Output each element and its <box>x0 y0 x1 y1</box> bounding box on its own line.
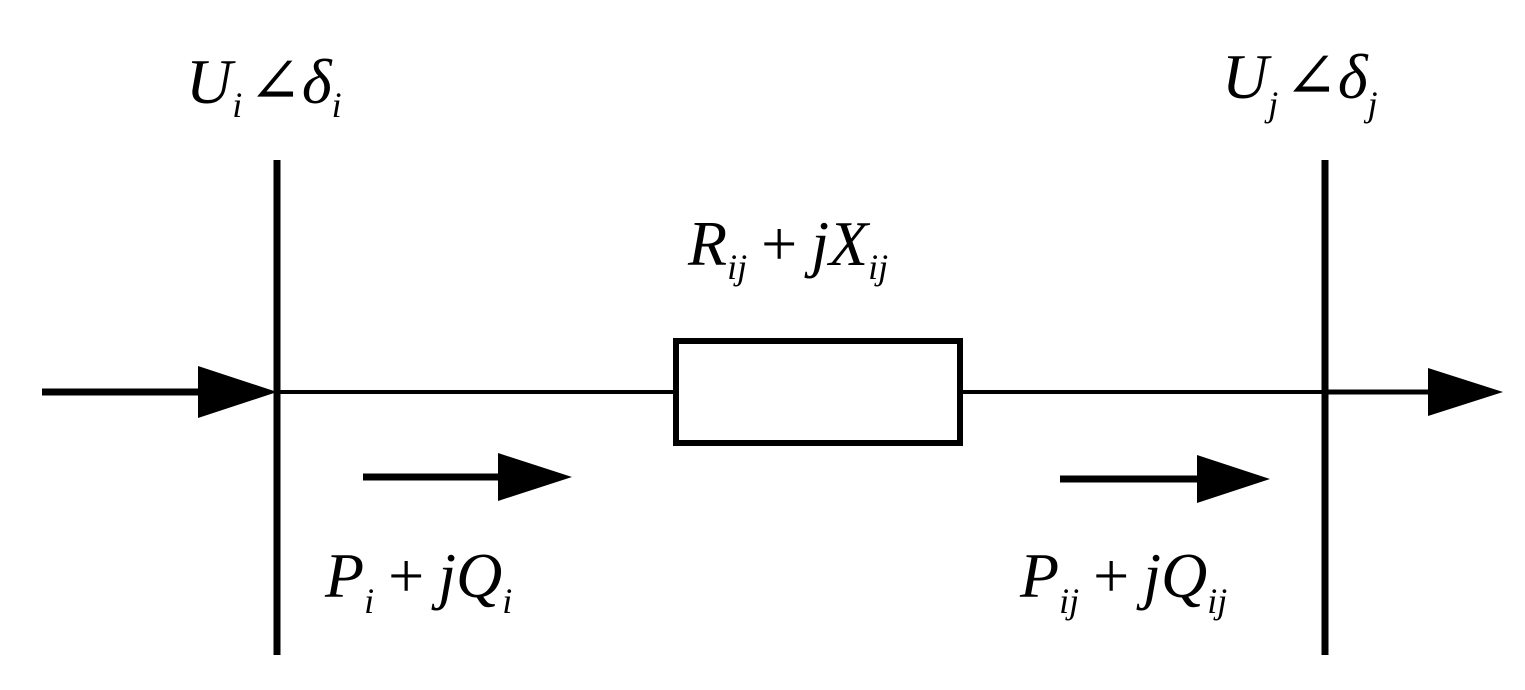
bus-j-voltage-label: Uj∠δj <box>1222 41 1378 124</box>
impedance-box <box>673 338 963 446</box>
outgoing-arrowhead <box>1428 368 1503 416</box>
incoming-arrowhead <box>198 366 277 418</box>
impedance-label: Rij+jXij <box>687 208 888 287</box>
power-in-arrowhead <box>498 453 572 501</box>
bus-i-voltage-label: Ui∠δi <box>186 46 342 125</box>
power-flow-arrowhead <box>1197 455 1270 503</box>
power-flow-label: Pij+jQij <box>1019 540 1227 621</box>
power-in-label: Pi+jQi <box>324 540 512 621</box>
